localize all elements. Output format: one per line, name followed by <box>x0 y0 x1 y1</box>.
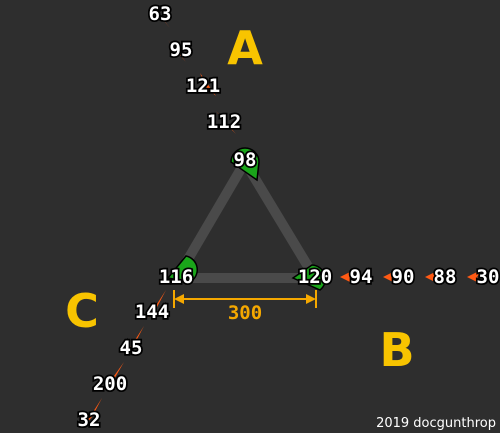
junction-nodes: 98 116 120 <box>157 147 334 291</box>
queue-marker <box>168 40 186 62</box>
queue-b-item: 88 <box>434 266 457 288</box>
queue-marker <box>383 269 399 285</box>
queue-marker <box>148 290 166 318</box>
dimension-line: 300 <box>173 290 317 324</box>
queue-c: 144 45 200 32 <box>76 290 171 433</box>
queue-c-item: 45 <box>120 337 143 359</box>
queue-b-item: 94 <box>350 266 373 288</box>
queue-a-item: 112 <box>207 111 241 133</box>
queue-b: 94 90 88 30 <box>340 264 500 290</box>
node-bottom-right-value: 120 <box>298 266 332 288</box>
queue-marker <box>126 326 144 354</box>
queue-a-item: 95 <box>170 39 193 61</box>
node-bottom-left-value: 116 <box>159 266 193 288</box>
queue-marker <box>425 269 441 285</box>
dimension-label: 300 <box>228 302 262 324</box>
junction-node-top <box>230 147 260 182</box>
queue-marker <box>467 269 483 285</box>
queue-b-item: 30 <box>477 266 500 288</box>
queue-c-item: 144 <box>135 301 169 323</box>
road-label-c: C <box>65 284 99 338</box>
queue-marker <box>200 73 216 96</box>
queue-b-item: 90 <box>392 266 415 288</box>
queue-marker <box>150 4 170 28</box>
queue-marker <box>340 269 356 285</box>
junction-node-bottom-right <box>291 264 327 291</box>
triangle-track <box>172 157 320 283</box>
queue-marker <box>84 398 102 426</box>
credit-text: 2019 docgunthrop <box>376 416 496 431</box>
queue-a: 63 95 121 112 <box>147 1 243 135</box>
node-top-value: 98 <box>234 149 257 171</box>
junction-node-bottom-left <box>166 255 198 283</box>
road-label-b: B <box>379 323 414 377</box>
queue-marker <box>216 111 236 134</box>
road-label-a: A <box>227 21 263 75</box>
queue-a-item: 121 <box>186 75 220 97</box>
queue-c-item: 32 <box>78 409 101 431</box>
queue-marker <box>104 362 124 390</box>
queue-c-item: 200 <box>93 373 127 395</box>
queue-a-item: 63 <box>149 3 172 25</box>
